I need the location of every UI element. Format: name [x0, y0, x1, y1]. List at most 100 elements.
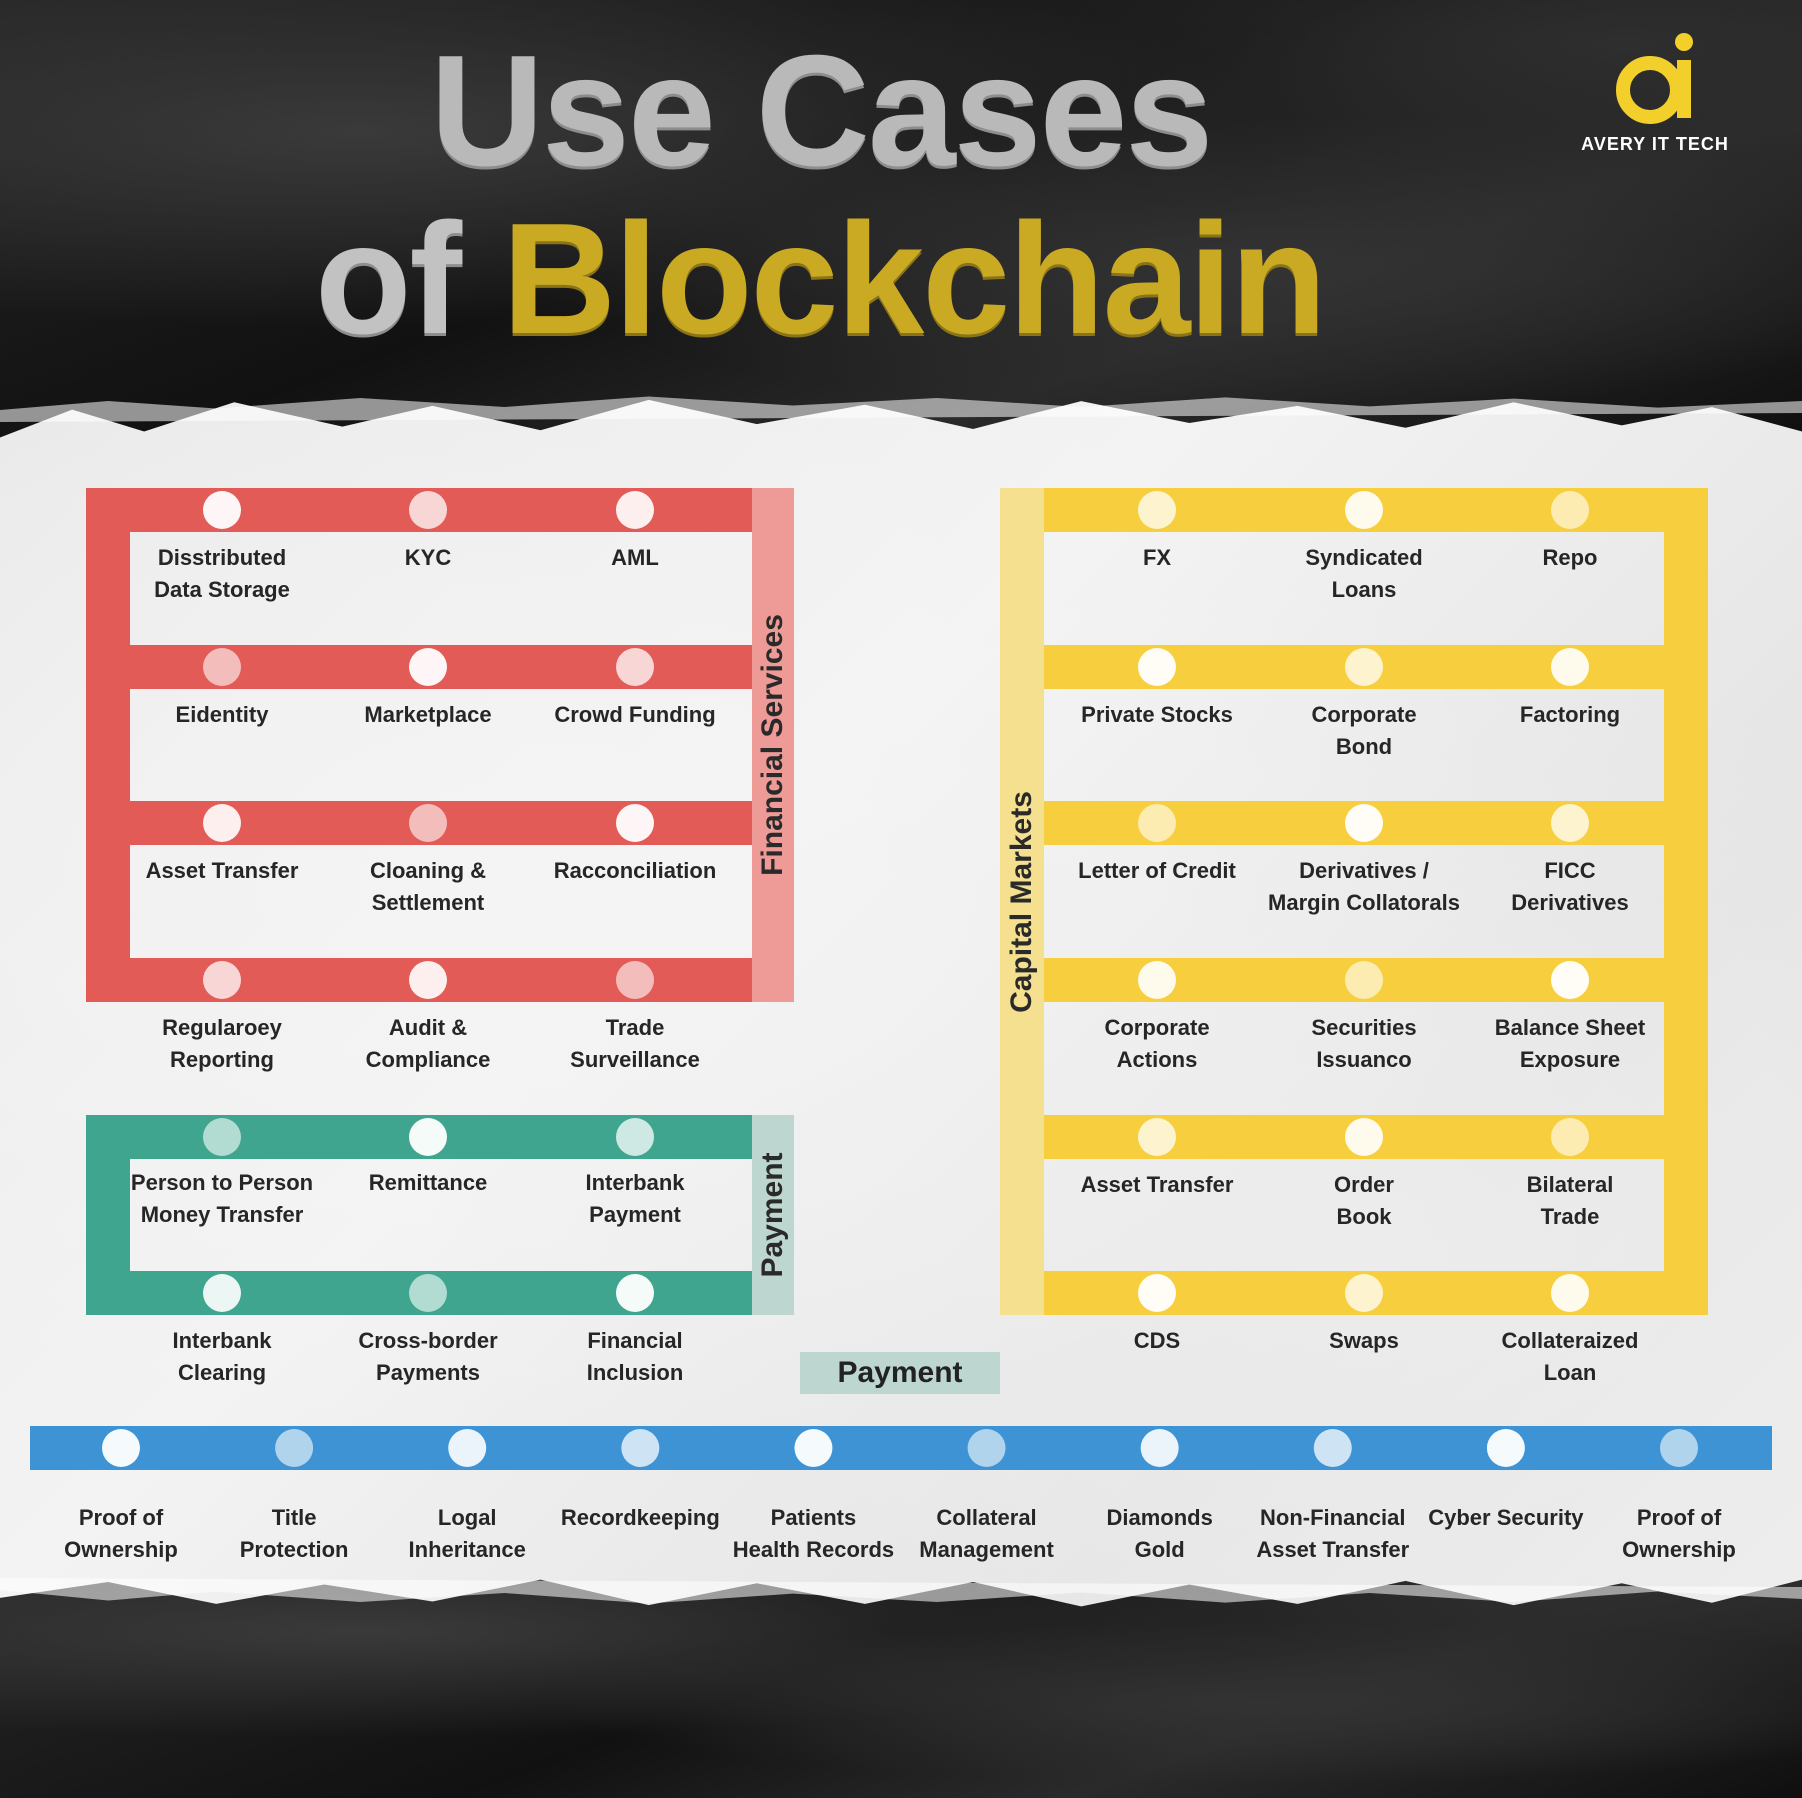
capital-stop	[1138, 1118, 1176, 1156]
capital-stop	[1138, 1274, 1176, 1312]
bottom-stop	[1486, 1429, 1525, 1467]
logo: AVERY IT TECH	[1555, 30, 1755, 160]
bottom-stop-label: Diamonds Gold	[1106, 1505, 1213, 1562]
payment-stop-label: Interbank Payment	[585, 1170, 685, 1227]
capital-stop-label: Repo	[1542, 545, 1598, 570]
capital-side-bar	[1000, 488, 1044, 1315]
bottom-stop-label: Cyber Security	[1428, 1505, 1584, 1530]
financial-stop	[616, 491, 654, 529]
bottom-stop	[794, 1429, 833, 1467]
payment-label: Payment	[756, 1152, 789, 1278]
financial-stop-label: Trade Surveillance	[570, 1015, 700, 1072]
capital-stop-label: Asset Transfer	[1080, 1172, 1234, 1197]
capital-stop	[1345, 648, 1383, 686]
bottom-blue-line	[30, 1426, 1772, 1470]
financial-stop-label: AML	[611, 545, 659, 570]
capital-stop	[1551, 1118, 1589, 1156]
bottom-stop	[448, 1429, 487, 1467]
capital-stop	[1345, 1118, 1383, 1156]
bottom-stop-label: Proof of Ownership	[1622, 1505, 1736, 1562]
financial-stop-label: Regularoey Reporting	[162, 1015, 282, 1072]
financial-stop	[203, 648, 241, 686]
capital-stop	[1551, 491, 1589, 529]
financial-services-label: Financial Services	[756, 614, 789, 876]
capital-stop-label: Corporate Actions	[1104, 1015, 1210, 1072]
payment-stop	[409, 1274, 447, 1312]
payment-stop	[203, 1274, 241, 1312]
financial-side-bar	[752, 488, 794, 1002]
bottom-stop	[102, 1429, 140, 1467]
payment-stop-label: Cross-border Payments	[358, 1328, 498, 1385]
payment-stop	[409, 1118, 447, 1156]
financial-stop-label: Racconciliation	[553, 858, 717, 883]
capital-stop-label: Derivatives / Margin Collatorals	[1268, 858, 1460, 915]
bottom-stop-label: Proof of Ownership	[64, 1505, 178, 1562]
capital-stop-label: CDS	[1133, 1328, 1181, 1353]
capital-stop-label: Collateraized Loan	[1501, 1328, 1639, 1385]
capital-stop-label: Factoring	[1519, 702, 1621, 727]
capital-stop-label: Balance Sheet Exposure	[1494, 1015, 1646, 1072]
payment-stop-label: Interbank Clearing	[172, 1328, 272, 1385]
financial-stop-label: Crowd Funding	[554, 702, 716, 727]
capital-stop	[1551, 804, 1589, 842]
bottom-stop-label: Title Protection	[239, 1505, 349, 1562]
bottom-stop	[1140, 1429, 1179, 1467]
financial-stop-label: Eidentity	[175, 702, 269, 727]
capital-stop	[1138, 491, 1176, 529]
capital-right-rail	[1664, 488, 1708, 1315]
bottom-stop-label: Patients Health Records	[732, 1505, 895, 1562]
payment-stop	[203, 1118, 241, 1156]
torn-paper-panel	[0, 399, 1802, 1607]
payment-stop-label: Remittance	[368, 1170, 488, 1195]
bottom-stop-label: Recordkeeping	[560, 1505, 720, 1530]
financial-stop	[616, 648, 654, 686]
capital-stop	[1345, 491, 1383, 529]
capital-stop-label: Private Stocks	[1081, 702, 1233, 727]
bottom-stop	[275, 1429, 314, 1467]
capital-stop	[1345, 1274, 1383, 1312]
title-highlight: Blockchain	[502, 191, 1327, 367]
financial-stop	[203, 961, 241, 999]
bottom-stop-label: Non-Financial Asset Transfer	[1256, 1505, 1410, 1562]
financial-stop	[203, 491, 241, 529]
payment-stop	[616, 1274, 654, 1312]
capital-stop-label: Order Book	[1334, 1172, 1394, 1229]
title-line-1: Use Cases	[430, 23, 1213, 199]
financial-stop-label: Cloaning & Settlement	[369, 858, 487, 915]
capital-stop-label: Bilateral Trade	[1526, 1172, 1614, 1229]
financial-stop	[616, 961, 654, 999]
ai-monogram-icon	[1616, 33, 1693, 124]
capital-stop-label: Syndicated Loans	[1305, 545, 1423, 602]
financial-stop	[203, 804, 241, 842]
bottom-stop	[967, 1429, 1006, 1467]
payment-side-bar	[752, 1115, 794, 1315]
title-prefix: of	[315, 191, 503, 367]
bottom-stop	[1313, 1429, 1352, 1467]
capital-stop-label: FX	[1142, 545, 1172, 570]
capital-stop	[1138, 804, 1176, 842]
financial-stop	[409, 804, 447, 842]
bottom-stop	[1660, 1429, 1698, 1467]
bottom-stop	[621, 1429, 660, 1467]
capital-markets-label: Capital Markets	[1005, 790, 1038, 1013]
bottom-stop-label: Collateral Management	[919, 1505, 1054, 1562]
capital-stop	[1138, 648, 1176, 686]
capital-stop-label: FICC Derivatives	[1511, 858, 1629, 915]
financial-stop	[409, 648, 447, 686]
capital-stop-label: Letter of Credit	[1078, 858, 1236, 883]
capital-stop	[1345, 961, 1383, 999]
payment-stop-label: Person to Person Money Transfer	[130, 1170, 314, 1227]
bottom-line-tag: Payment	[800, 1352, 1000, 1394]
dark-background-top	[0, 0, 1802, 440]
capital-stop	[1551, 1274, 1589, 1312]
payment-stop	[616, 1118, 654, 1156]
bottom-stop-label: Logal Inheritance	[408, 1505, 526, 1562]
financial-stop-label: KYC	[404, 545, 452, 570]
capital-stop-label: Swaps	[1329, 1328, 1399, 1353]
capital-stop	[1551, 648, 1589, 686]
financial-stop-label: Audit & Compliance	[365, 1015, 491, 1072]
financial-stop	[616, 804, 654, 842]
